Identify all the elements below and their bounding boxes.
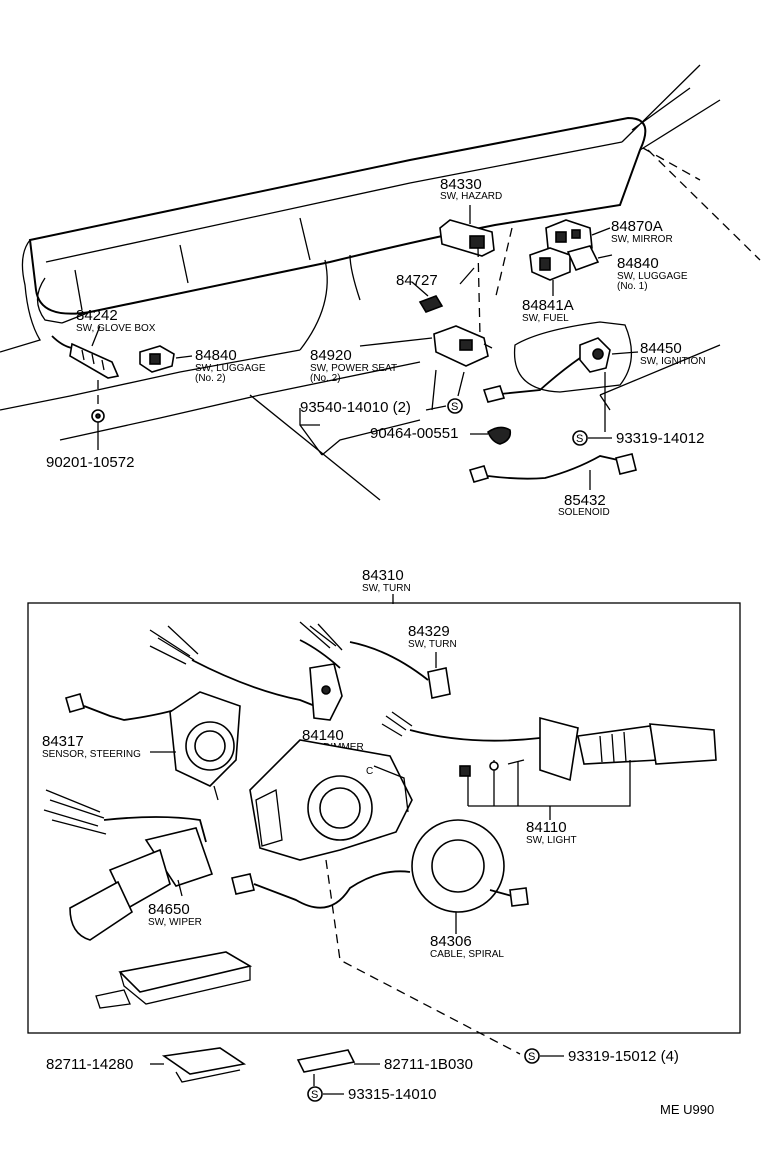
callout-85432-number: 85432 <box>564 492 606 509</box>
leader-84920 <box>359 337 433 347</box>
turn-switch-assembly-frame <box>27 602 741 1034</box>
callout-84920-name: SW, POWER SEAT <box>310 363 397 374</box>
callout-84650-name: SW, WIPER <box>148 917 202 928</box>
column-cover-part <box>95 951 253 1009</box>
callout-84841A-number: 84841A <box>522 297 574 314</box>
s-symbol-93319b <box>524 1048 540 1064</box>
combination-switch-body-part: C <box>249 739 413 861</box>
callout-84650-number: 84650 <box>148 901 190 918</box>
callout-84317-name: SENSOR, STEERING <box>42 749 141 760</box>
callout-82711b-number: 82711-1B030 <box>384 1056 473 1073</box>
callout-84306-name: CABLE, SPIRAL <box>430 949 504 960</box>
power-seat-knob-part <box>411 281 444 313</box>
callout-84110-name: SW, LIGHT <box>526 835 577 846</box>
bracket-82711-1B030-part <box>296 1049 380 1086</box>
callout-84140-number: 84140 <box>302 727 344 744</box>
callout-84841A-name: SW, FUEL <box>522 313 569 324</box>
s-symbol-93319b-label: S <box>528 1051 535 1063</box>
callout-84242-name: SW, GLOVE BOX <box>76 323 156 334</box>
spiral-cable-part <box>231 819 529 934</box>
callout-84920-number: 84920 <box>310 347 352 364</box>
power-seat-switch-part <box>433 247 493 367</box>
s-symbol-93319a <box>572 430 588 446</box>
callout-84840-name-2: SW, LUGGAGE <box>195 363 266 374</box>
turn-sub-switch-part <box>349 641 451 699</box>
svg-text:C: C <box>366 766 373 777</box>
callout-84450-name: SW, IGNITION <box>640 356 706 367</box>
s-symbol-93540 <box>447 398 463 414</box>
callout-84870A-name: SW, MIRROR <box>611 234 673 245</box>
callout-84840-note-2: (No. 2) <box>195 373 226 384</box>
callout-84329-name: SW, TURN <box>408 639 457 650</box>
callout-84870A-number: 84870A <box>611 218 663 235</box>
light-switch-lever-part <box>381 711 717 820</box>
callout-84840-number-2: 84840 <box>195 347 237 364</box>
s-symbol-93315-label: S <box>311 1089 318 1101</box>
callout-93319b-number: 93319-15012 (4) <box>568 1048 679 1065</box>
callout-84727-number: 84727 <box>396 272 438 289</box>
clip-90464-part <box>470 426 512 445</box>
steering-sensor-part <box>65 691 241 801</box>
leader-84727 <box>459 267 475 285</box>
callout-84840-name-1: SW, LUGGAGE <box>617 271 688 282</box>
callout-93315-number: 93315-14010 <box>348 1086 436 1103</box>
callout-84920-note: (No. 2) <box>310 373 341 384</box>
callout-84330-number: 84330 <box>440 176 482 193</box>
callout-82711a-number: 82711-14280 <box>46 1056 133 1073</box>
callout-84242-number: 84242 <box>76 307 118 324</box>
hazard-switch-part <box>439 205 495 257</box>
solenoid-part <box>468 453 637 490</box>
s-symbol-93540-label: S <box>451 401 458 413</box>
harness-left-part <box>149 625 321 709</box>
callout-90464-number: 90464-00551 <box>370 425 458 442</box>
leader-dash-93319b <box>325 859 521 1055</box>
callout-84317-number: 84317 <box>42 733 84 750</box>
callout-90201-number: 90201-10572 <box>46 454 134 471</box>
callout-84329-number: 84329 <box>408 623 450 640</box>
glove-box-switch-part <box>51 325 120 379</box>
callout-93319a-number: 93319-14012 <box>616 430 704 447</box>
ignition-switch-part <box>482 321 639 432</box>
callout-85432-name: SOLENOID <box>558 507 610 518</box>
callout-84330-name: SW, HAZARD <box>440 191 502 202</box>
callout-84306-number: 84306 <box>430 933 472 950</box>
callout-84110-number: 84110 <box>526 819 567 836</box>
s-symbol-93319a-label: S <box>576 433 583 445</box>
luggage-switch-2-part <box>139 345 193 373</box>
s-symbol-93315 <box>307 1086 323 1102</box>
callout-84310-name: SW, TURN <box>362 583 411 594</box>
leader-dash-84870A <box>494 227 513 301</box>
callout-84840-note-1: (No. 1) <box>617 281 648 292</box>
diagram-code: ME U990 <box>660 1102 714 1117</box>
callout-84450-number: 84450 <box>640 340 682 357</box>
callout-84310-number: 84310 <box>362 567 404 584</box>
callout-93540-number: 93540-14010 (2) <box>300 399 411 416</box>
bracket-82711-14280-part <box>150 1047 247 1083</box>
wiper-switch-part <box>43 789 214 941</box>
grommet-90201-part <box>91 380 105 450</box>
dashboard-outline <box>0 64 761 501</box>
screw-93540-group: S <box>299 369 465 456</box>
dimmer-switch-part <box>299 621 343 721</box>
luggage-switch-1-part <box>529 245 613 296</box>
callout-84840-number-1: 84840 <box>617 255 659 272</box>
